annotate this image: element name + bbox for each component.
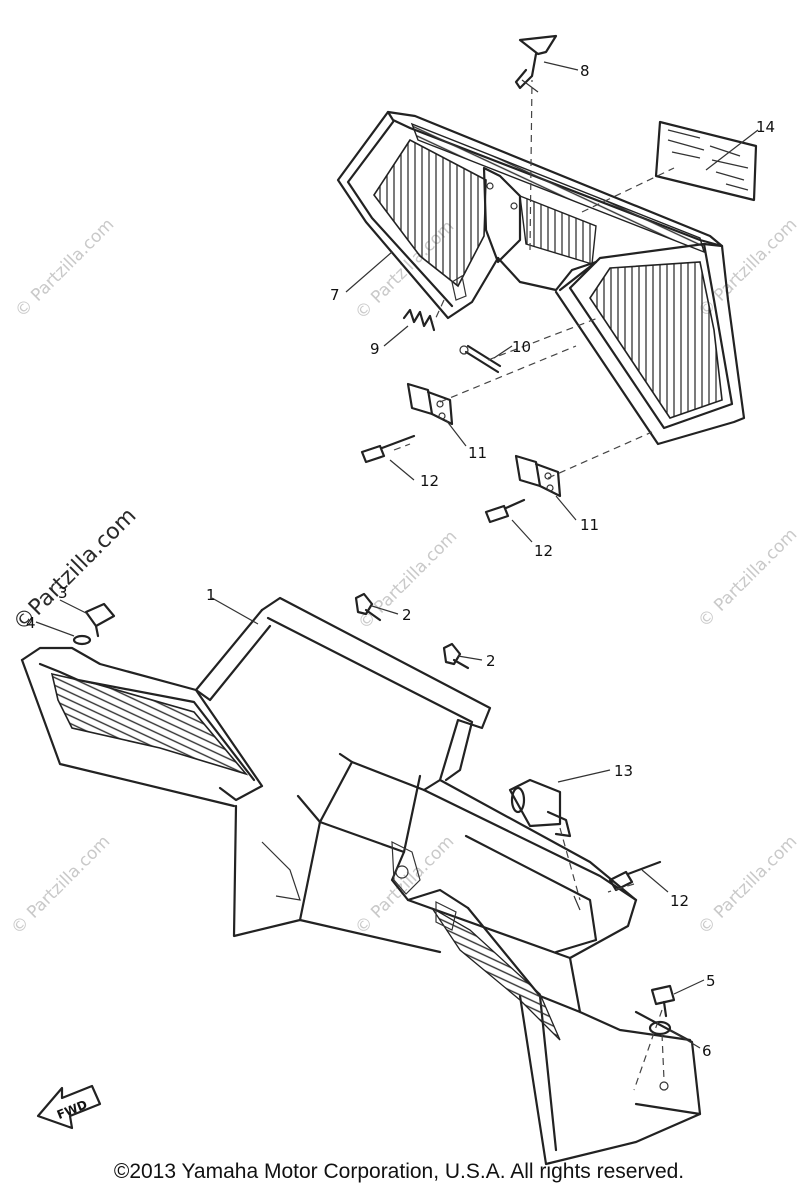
callout-12-upper: 12: [420, 472, 439, 490]
watermark-6: © Partzilla.com: [7, 832, 114, 939]
part-2-screw-upper: [354, 592, 382, 622]
callout-5: 5: [706, 972, 716, 990]
part-4-washer: [72, 634, 92, 646]
callout-11-upper: 11: [468, 444, 487, 462]
callout-2-lower: 2: [486, 652, 496, 670]
callout-13: 13: [614, 762, 633, 780]
part-12-rivet-middle: [484, 498, 526, 524]
part-7-rear-cover: [336, 110, 746, 446]
callouts: 8 14 7 9 10 11 12 11 12 1 2 2 3 4 13 12 …: [26, 62, 775, 1060]
callout-6: 6: [702, 1042, 712, 1060]
leader-lines: [35, 61, 759, 1049]
callout-11-lower: 11: [580, 516, 599, 534]
part-11-hinge-upper: [406, 382, 454, 426]
watermark-3: © Partzilla.com: [694, 215, 798, 322]
fwd-label: FWD: [55, 1097, 89, 1122]
watermark-1: © Partzilla.com: [11, 215, 118, 322]
callout-1: 1: [206, 586, 216, 604]
part-1-front-housing: [20, 596, 702, 1166]
part-12-rivet-lower: [608, 860, 662, 892]
part-14-label-plate: [654, 120, 758, 202]
part-3-bolt: [84, 602, 116, 638]
callout-12-lower: 12: [670, 892, 689, 910]
watermark-8: © Partzilla.com: [694, 832, 798, 939]
watermark-5: © Partzilla.com: [694, 525, 798, 632]
part-2-screw-lower: [442, 642, 470, 670]
callout-8: 8: [580, 62, 590, 80]
part-5-bolt: [650, 984, 676, 1018]
alignment-lines-upper: [393, 79, 675, 479]
part-11-hinge-lower: [514, 454, 562, 498]
part-13-bushing: [508, 778, 572, 838]
part-9-spring: [402, 308, 436, 332]
callout-12-middle: 12: [534, 542, 553, 560]
callout-3: 3: [58, 584, 68, 602]
fwd-arrow: FWD: [36, 1084, 102, 1130]
part-10-pin: [459, 344, 502, 374]
callout-4: 4: [26, 614, 36, 632]
callout-7: 7: [330, 286, 340, 304]
part-12-rivet-upper: [360, 434, 416, 464]
callout-10: 10: [512, 338, 531, 356]
callout-14: 14: [756, 118, 775, 136]
part-8-knob: [514, 34, 558, 93]
alignment-lines-lower: [559, 827, 665, 1091]
callout-9: 9: [370, 340, 380, 358]
part-6-washer: [648, 1020, 672, 1036]
copyright-notice: ©2013 Yamaha Motor Corporation, U.S.A. A…: [113, 1160, 685, 1183]
callout-2-upper: 2: [402, 606, 412, 624]
